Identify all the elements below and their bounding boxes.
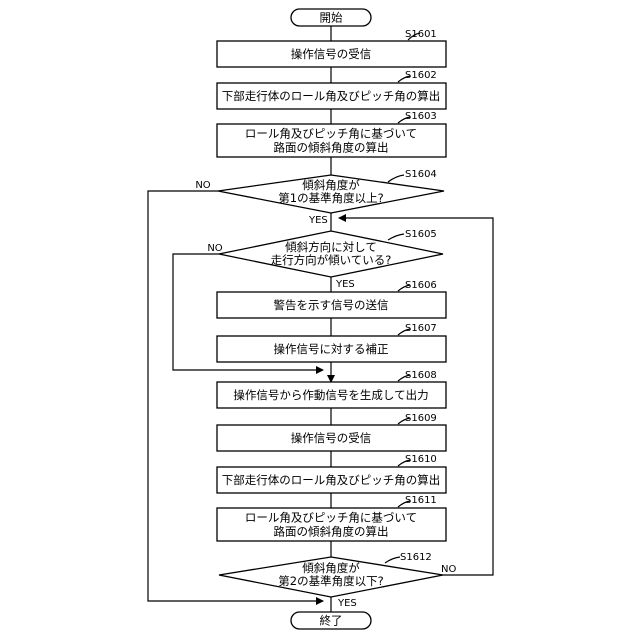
decision-s1612-label-line1: 傾斜角度が — [302, 561, 360, 575]
decision-s1604-id: S1604 — [405, 169, 437, 180]
step-s1611-label-line1: ロール角及びピッチ角に基づいて — [245, 511, 417, 525]
decision-s1604-label-line1: 傾斜角度が — [302, 178, 360, 192]
step-s1606-id: S1606 — [405, 280, 437, 291]
step-s1608-id: S1608 — [405, 370, 437, 381]
start-terminal-label: 開始 — [320, 11, 343, 25]
step-s1610-label: 下部走行体のロール角及びピッチ角の算出 — [222, 473, 441, 487]
decision-s1612-id: S1612 — [400, 552, 432, 563]
decision-s1604-yes-label: YES — [308, 215, 328, 226]
step-s1606-label: 警告を示す信号の送信 — [274, 298, 389, 312]
step-s1608-label: 操作信号から作動信号を生成して出力 — [233, 388, 428, 402]
decision-s1612-no-label: NO — [441, 564, 456, 575]
step-s1601-id: S1601 — [405, 29, 437, 40]
step-s1602-id: S1602 — [405, 70, 437, 81]
decision-s1605-label-line1: 傾斜方向に対して — [285, 240, 377, 254]
decision-s1604-leader — [388, 175, 404, 182]
step-s1603-label-line1: ロール角及びピッチ角に基づいて — [245, 127, 417, 141]
decision-s1612-yes-label: YES — [337, 598, 357, 609]
decision-s1605-id: S1605 — [405, 229, 437, 240]
step-s1607-label: 操作信号に対する補正 — [274, 342, 389, 356]
end-terminal-label: 終了 — [320, 614, 343, 628]
start-terminal: 開始 — [291, 9, 371, 26]
decision-s1612-label-line2: 第2の基準角度以下? — [278, 574, 383, 588]
decision-s1604-no-label: NO — [195, 180, 210, 191]
step-s1603-label-line2: 路面の傾斜角度の算出 — [274, 141, 389, 155]
step-s1601-label: 操作信号の受信 — [291, 47, 372, 61]
step-s1609-id: S1609 — [405, 413, 437, 424]
step-s1609-label: 操作信号の受信 — [291, 431, 372, 445]
step-s1603-id: S1603 — [405, 111, 437, 122]
decision-s1605-leader — [388, 234, 404, 240]
decision-s1605-label-line2: 走行方向が傾いている? — [271, 253, 392, 267]
decision-s1612-leader — [385, 557, 400, 563]
decision-s1604-label-line2: 第1の基準角度以上? — [278, 191, 383, 205]
step-s1610-id: S1610 — [405, 454, 437, 465]
step-s1607-id: S1607 — [405, 323, 437, 334]
step-s1602-label: 下部走行体のロール角及びピッチ角の算出 — [222, 89, 441, 103]
step-s1611-label-line2: 路面の傾斜角度の算出 — [274, 525, 389, 539]
decision-s1605-no-label: NO — [207, 243, 222, 254]
end-terminal: 終了 — [291, 612, 371, 629]
decision-s1605-yes-label: YES — [335, 279, 355, 290]
step-s1611-id: S1611 — [405, 495, 437, 506]
